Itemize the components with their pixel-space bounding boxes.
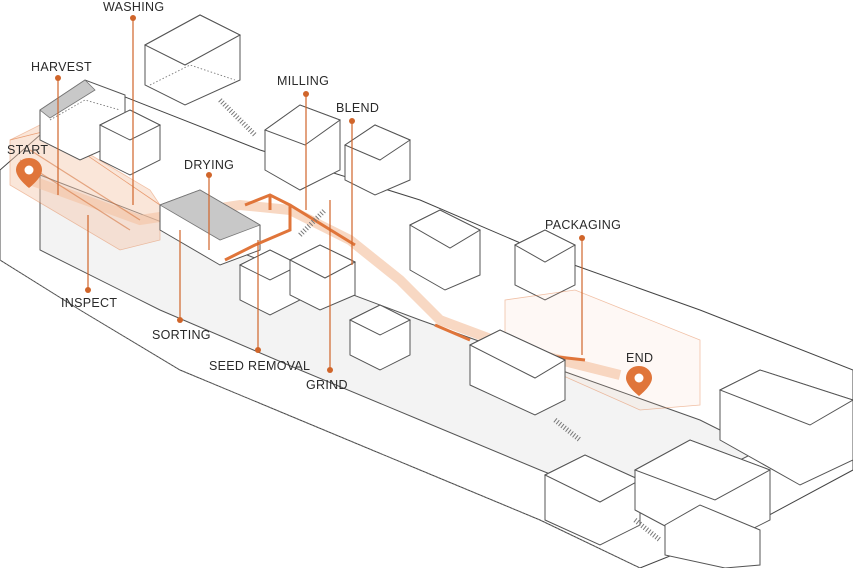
middle-house-3: [348, 304, 412, 371]
leader-inspect: [85, 215, 91, 293]
washing-house: [143, 14, 242, 106]
label-sorting: SORTING: [152, 328, 211, 342]
stairs: [218, 98, 662, 542]
label-grind: GRIND: [306, 378, 348, 392]
packaging-house: [513, 229, 577, 301]
small-house-upper-left: [98, 109, 162, 176]
lower-house-2: [543, 454, 642, 546]
lower-house-4: [718, 369, 853, 486]
label-blend: BLEND: [336, 101, 379, 115]
middle-house-2: [288, 244, 357, 311]
leader-milling: [303, 91, 309, 210]
processing-frame: [224, 193, 356, 262]
leader-drying: [206, 172, 212, 250]
map-pin-icon: [626, 366, 652, 396]
label-end: END: [626, 351, 653, 365]
label-milling: MILLING: [277, 74, 329, 88]
leader-washing: [130, 15, 136, 205]
label-start: START: [7, 143, 48, 157]
leader-blend: [349, 118, 355, 265]
leader-seed-removal: [255, 240, 261, 353]
blend-house: [343, 124, 412, 196]
lower-house-5: [664, 504, 761, 568]
label-packaging: PACKAGING: [545, 218, 621, 232]
leader-grind: [327, 200, 333, 373]
middle-house-1: [238, 249, 302, 316]
label-harvest: HARVEST: [31, 60, 92, 74]
leader-harvest: [55, 75, 61, 195]
drying-greenhouse: [159, 189, 261, 266]
milling-house: [263, 104, 342, 191]
label-seed-removal: SEED REMOVAL: [209, 359, 310, 373]
map-pin-icon: [16, 158, 42, 188]
label-inspect: INSPECT: [61, 296, 117, 310]
leader-packaging: [579, 235, 585, 355]
label-drying: DRYING: [184, 158, 234, 172]
middle-house-4: [408, 209, 482, 291]
lower-house-1: [468, 329, 567, 416]
label-washing: WASHING: [103, 0, 164, 14]
leader-sorting: [177, 230, 183, 323]
